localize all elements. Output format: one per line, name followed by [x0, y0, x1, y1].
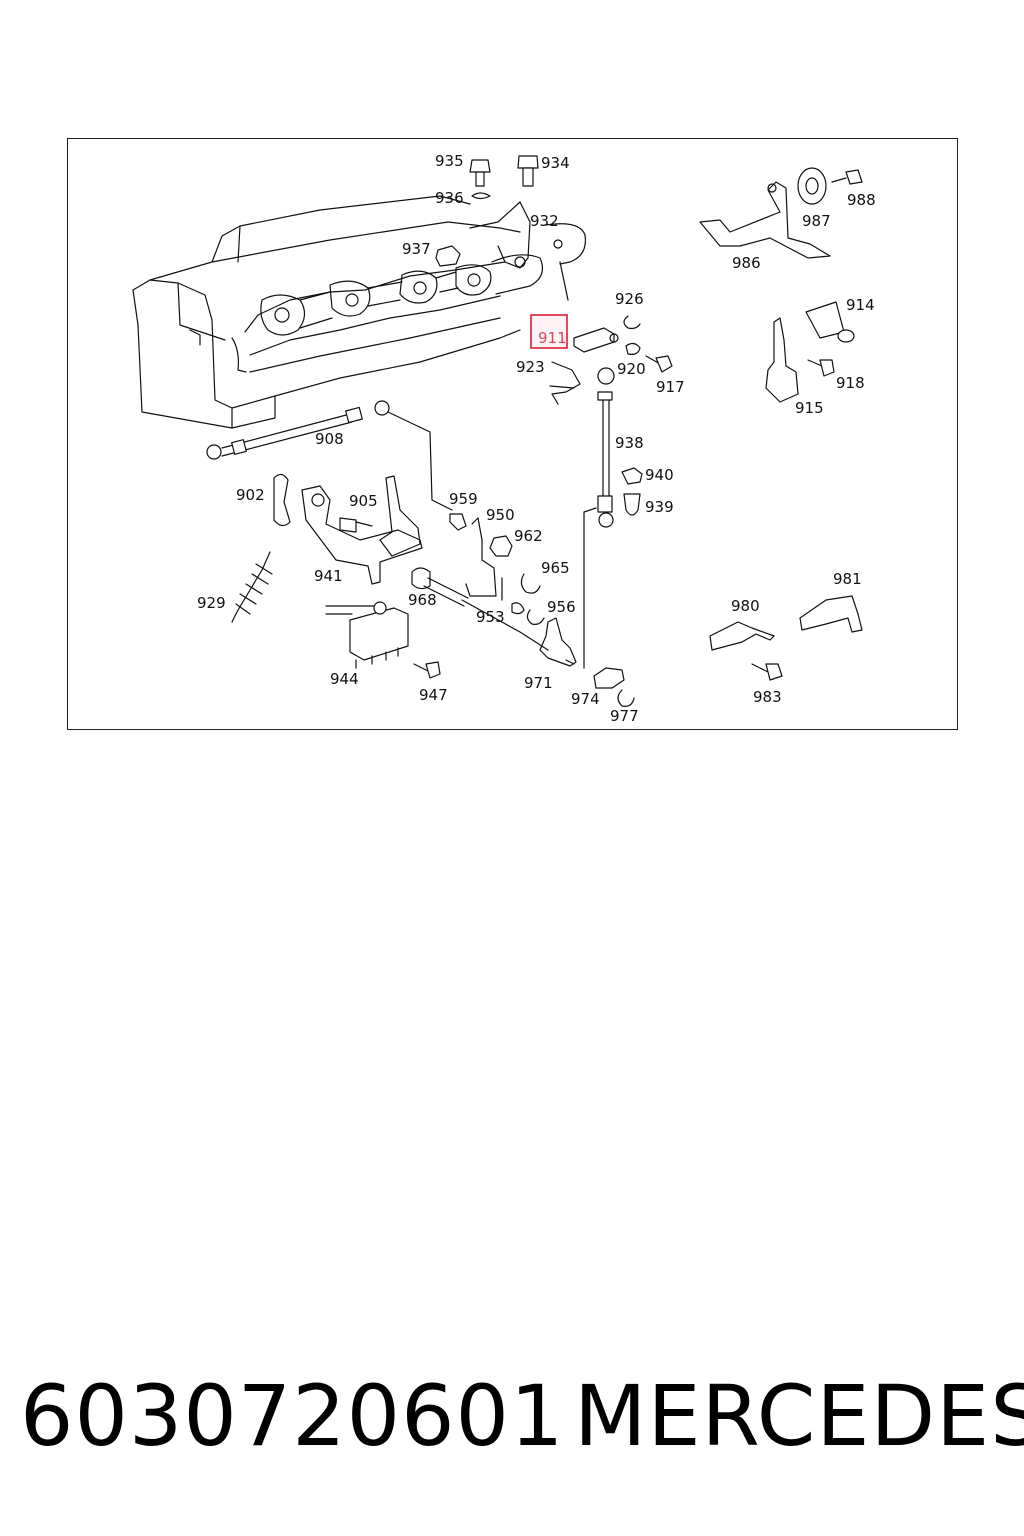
bolt-988-drawing [831, 169, 863, 185]
part-label-953: 953 [476, 608, 505, 626]
bracket-932-drawing [469, 201, 587, 269]
part-label-932: 932 [530, 212, 559, 230]
rod-938-drawing [597, 367, 615, 528]
bushing-920-drawing [625, 342, 641, 355]
part-number-text: 6030720601 [20, 1367, 565, 1465]
part-label-947: 947 [419, 686, 448, 704]
brand-name-text: MERCEDES [574, 1367, 1024, 1465]
part-label-968: 968 [408, 591, 437, 609]
part-label-911[interactable]: 911 [538, 329, 567, 347]
guide-line [583, 507, 597, 669]
clip-956b-drawing [526, 609, 545, 625]
bracket-981-drawing [799, 595, 863, 633]
bolt-918-drawing [807, 359, 835, 377]
spring-929-drawing [231, 551, 273, 623]
bracket-915-drawing [765, 317, 799, 403]
part-label-988: 988 [847, 191, 876, 209]
part-label-926: 926 [615, 290, 644, 308]
part-label-936: 936 [435, 189, 464, 207]
nut-962-drawing [489, 535, 513, 557]
part-label-908: 908 [315, 430, 344, 448]
highlight-box-911 [530, 314, 568, 349]
bolt-983-drawing [751, 663, 783, 681]
part-label-941: 941 [314, 567, 343, 585]
part-label-987: 987 [802, 212, 831, 230]
part-label-971: 971 [524, 674, 553, 692]
bolt-946-drawing [339, 517, 373, 533]
bolt-934-drawing [517, 155, 539, 187]
part-label-935: 935 [435, 152, 464, 170]
shaft-953-drawing [423, 577, 549, 651]
bushing-968-drawing [411, 567, 431, 590]
diagram-frame [67, 138, 958, 730]
part-label-923: 923 [516, 358, 545, 376]
bolt-935-drawing [469, 159, 491, 187]
part-label-914: 914 [846, 296, 875, 314]
bracket-905-drawing [379, 475, 421, 557]
part-label-974: 974 [571, 690, 600, 708]
washer-936-drawing [471, 192, 491, 200]
part-label-918: 918 [836, 374, 865, 392]
linkage-911-drawing [559, 261, 619, 353]
pin-959-drawing [449, 513, 467, 531]
part-label-940: 940 [645, 466, 674, 484]
part-label-929: 929 [197, 594, 226, 612]
part-label-962: 962 [514, 527, 543, 545]
part-label-902: 902 [236, 486, 265, 504]
part-label-950: 950 [486, 506, 515, 524]
part-label-983: 983 [753, 688, 782, 706]
part-label-980: 980 [731, 597, 760, 615]
pulley-987-drawing [797, 167, 827, 205]
part-label-934: 934 [541, 154, 570, 172]
bracket-986-drawing [699, 181, 831, 259]
part-label-938: 938 [615, 434, 644, 452]
clip-926-drawing [623, 315, 641, 330]
part-label-981: 981 [833, 570, 862, 588]
clip-965-drawing [520, 573, 541, 594]
gasket-902-drawing [273, 473, 291, 527]
part-label-986: 986 [732, 254, 761, 272]
part-label-939: 939 [645, 498, 674, 516]
part-label-944: 944 [330, 670, 359, 688]
part-label-937: 937 [402, 240, 431, 258]
part-label-917: 917 [656, 378, 685, 396]
nut-937-drawing [435, 245, 461, 267]
bushing-956-drawing [511, 602, 525, 615]
switch-944-drawing [325, 601, 409, 669]
engine-block-drawing [132, 195, 543, 429]
part-label-905: 905 [349, 492, 378, 510]
nut-940-drawing [621, 467, 643, 485]
part-label-920: 920 [617, 360, 646, 378]
ball-joint-974-drawing [593, 667, 625, 689]
part-label-959: 959 [449, 490, 478, 508]
rod-908-drawing [206, 400, 453, 511]
spring-clip-923-drawing [549, 361, 581, 405]
clip-977-drawing [617, 689, 635, 707]
bolt-917-drawing [645, 355, 673, 373]
bracket-914-drawing [805, 301, 855, 343]
bracket-941-drawing [301, 485, 423, 585]
part-label-956: 956 [547, 598, 576, 616]
bracket-980-drawing [709, 621, 775, 651]
part-label-965: 965 [541, 559, 570, 577]
lever-950-drawing [465, 517, 497, 597]
lever-971-drawing [539, 617, 577, 667]
part-label-915: 915 [795, 399, 824, 417]
part-label-977: 977 [610, 707, 639, 725]
bolt-947-drawing [413, 661, 441, 679]
ball-joint-939-drawing [623, 493, 641, 516]
